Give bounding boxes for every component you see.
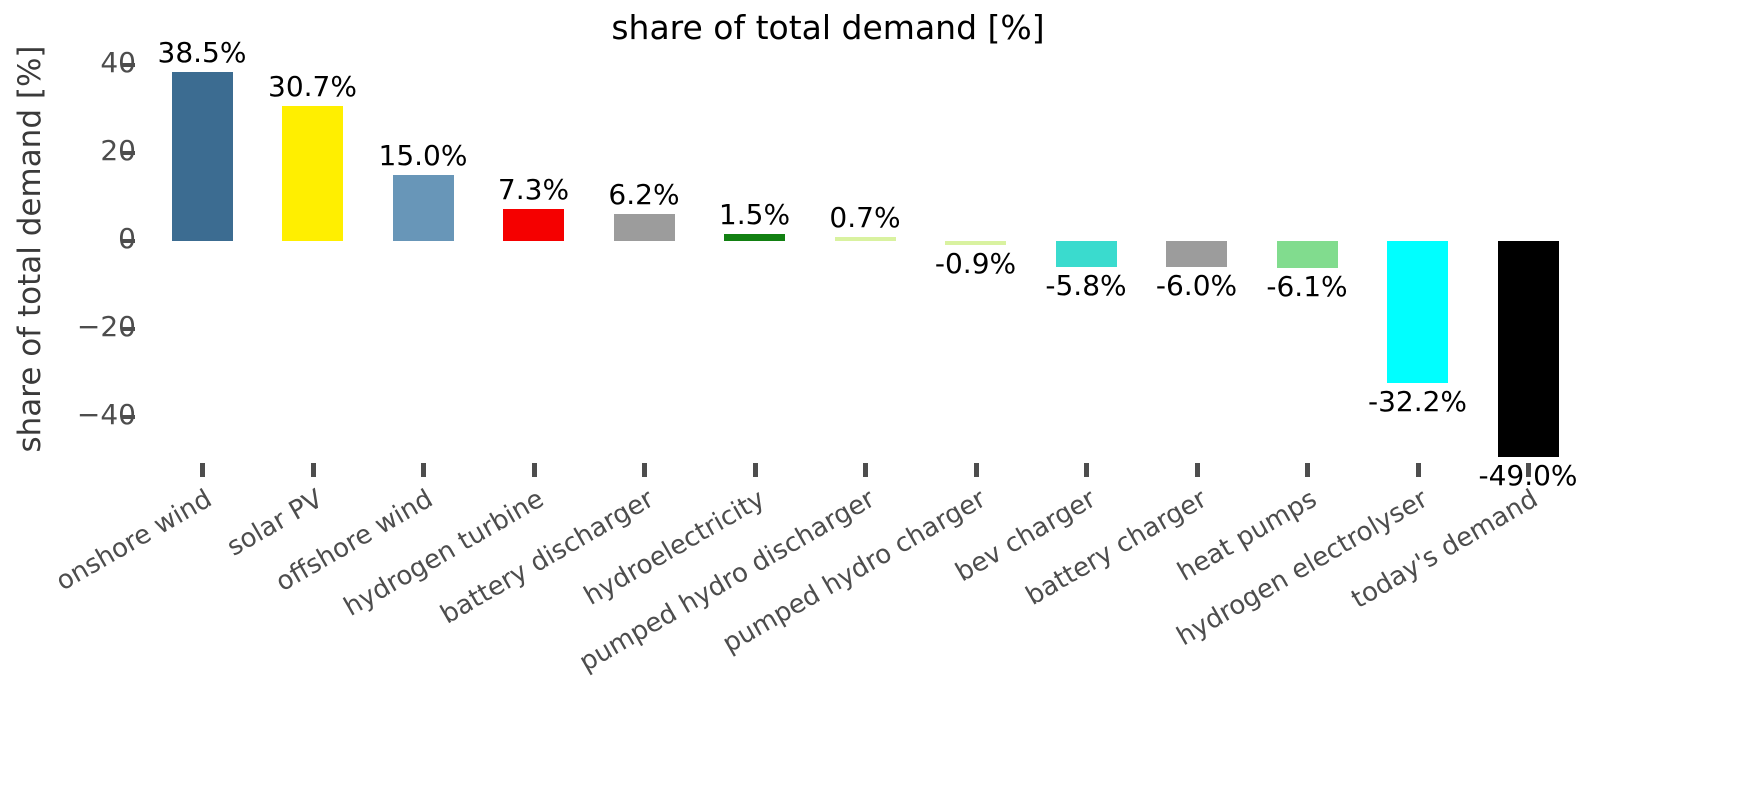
bar-value-label: 15.0% [378, 139, 468, 172]
bar[interactable] [613, 213, 675, 241]
x-tick-mark [752, 463, 758, 477]
bar[interactable] [1055, 241, 1117, 267]
y-axis-ticks: 40 20 0 −20 −40 [24, 0, 136, 689]
y-tick-label: 0 [46, 222, 136, 255]
bar[interactable] [1166, 241, 1227, 268]
bar[interactable] [1497, 241, 1559, 457]
bar-value-label: 38.5% [157, 35, 247, 69]
x-tick-mark [1305, 463, 1310, 477]
bar[interactable] [724, 234, 785, 241]
bar[interactable] [282, 105, 343, 241]
x-tick-mark [1526, 463, 1531, 477]
x-tick-mark [421, 463, 426, 477]
y-tick-mark [122, 239, 135, 243]
x-tick-mark [1194, 463, 1200, 477]
bar-value-label: 30.7% [268, 69, 357, 103]
y-tick-label: 40 [100, 46, 136, 79]
x-tick-mark [200, 463, 205, 477]
bar-value-label: 1.5% [718, 198, 791, 232]
bar[interactable] [1387, 241, 1448, 383]
bar[interactable] [1276, 241, 1338, 268]
bar-value-label: -0.9% [934, 247, 1017, 280]
bar-value-label: 0.7% [829, 201, 901, 234]
bar-value-label: -32.2% [1367, 384, 1468, 418]
bar-value-label: -5.8% [1045, 268, 1127, 302]
x-tick-mark [973, 463, 979, 477]
y-tick-label: −20 [76, 310, 136, 343]
y-tick-mark [122, 327, 135, 331]
x-tick-mark [531, 463, 537, 477]
x-tick-mark [1084, 463, 1089, 477]
bar-value-label: 6.2% [608, 177, 680, 211]
bar[interactable] [392, 175, 454, 241]
chart-title-text: share of total demand [%] [611, 8, 1045, 47]
bar[interactable] [503, 208, 564, 241]
bar-value-label: -6.1% [1266, 269, 1348, 303]
bar[interactable] [171, 71, 233, 241]
chart-title: share of total demand [%] [0, 8, 1764, 47]
y-tick-mark [122, 63, 135, 67]
bar-chart: share of total demand [%] share of total… [0, 0, 1764, 689]
bar-value-label: 7.3% [497, 172, 570, 206]
bar-value-label: -6.0% [1155, 269, 1238, 303]
bar[interactable] [834, 237, 896, 241]
x-tick-mark [1415, 463, 1421, 477]
y-tick-label: 20 [100, 134, 136, 167]
bar[interactable] [945, 241, 1006, 245]
x-tick-mark [863, 463, 868, 477]
x-tick-mark [642, 463, 647, 477]
y-tick-mark [122, 415, 135, 419]
y-tick-label: −40 [76, 398, 136, 431]
y-tick-mark [122, 151, 135, 155]
x-tick-mark [310, 463, 316, 477]
